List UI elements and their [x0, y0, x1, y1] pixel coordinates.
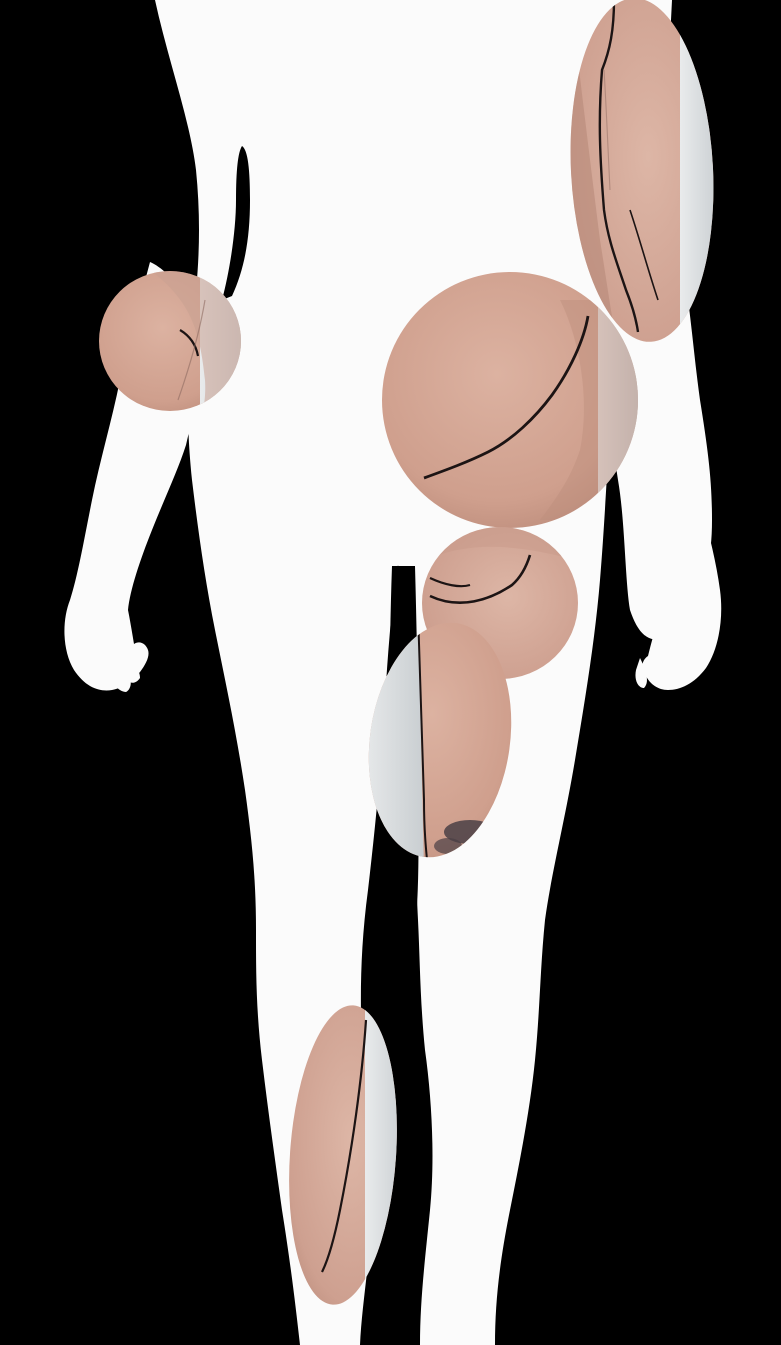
body-map-figure: [0, 0, 781, 1345]
body-map-canvas: [0, 0, 781, 1345]
